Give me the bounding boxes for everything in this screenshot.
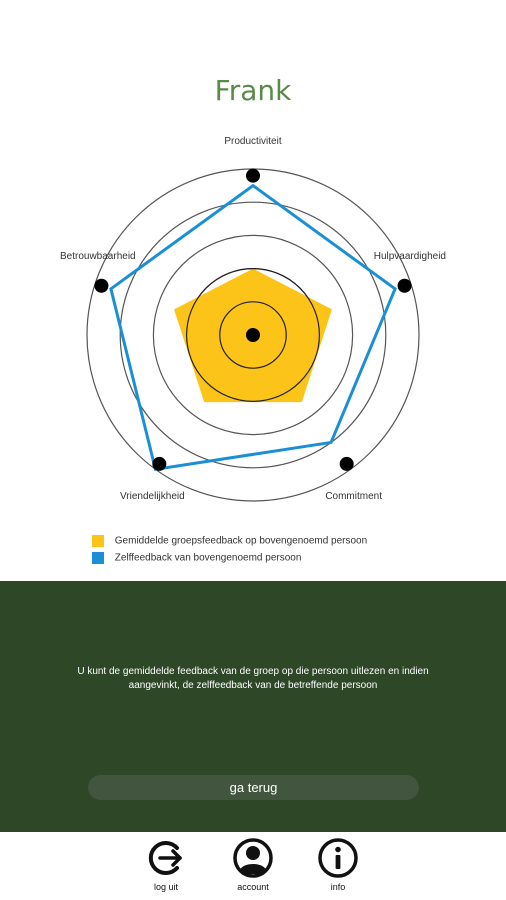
radar-axis-dots	[94, 168, 412, 471]
radar-inner-ring-2	[186, 268, 321, 403]
axis-dot-betrouwbaarheid	[94, 278, 109, 293]
legend-item-group: Gemiddelde groepsfeedback op bovengenoem…	[92, 535, 422, 547]
account-label: account	[237, 882, 269, 892]
axis-label-hulpvaardigheid: Hulpvaardigheid	[373, 251, 446, 262]
logout-button[interactable]: log uit	[131, 838, 201, 892]
account-button[interactable]: account	[218, 838, 288, 892]
radar-center-dot	[246, 328, 260, 342]
account-icon	[233, 838, 273, 878]
panel-description: U kunt de gemiddelde feedback van de gro…	[77, 666, 429, 691]
axis-label-commitment: Commitment	[325, 491, 382, 502]
legend-label-self: Zelffeedback van bovengenoemd persoon	[114, 552, 302, 564]
legend-label-group: Gemiddelde groepsfeedback op bovengenoem…	[114, 535, 368, 547]
radar-ring-3	[152, 234, 354, 436]
info-button[interactable]: info	[303, 838, 373, 892]
radar-ring-4	[119, 201, 387, 469]
info-label: info	[330, 882, 346, 892]
axis-label-productiviteit: Productiviteit	[224, 136, 282, 147]
radar-inner-ring-1	[219, 301, 287, 369]
bottom-navigation: log uit account info	[0, 832, 506, 900]
legend-swatch-self	[92, 552, 104, 564]
logout-icon	[148, 841, 182, 875]
axis-dot-hulpvaardigheid	[397, 278, 412, 293]
axis-label-vriendelijkheid: Vriendelijkheid	[120, 491, 185, 502]
person-name-title: Frank	[214, 74, 292, 107]
axis-dot-productiviteit	[246, 168, 260, 183]
radar-chart	[86, 168, 420, 502]
logout-label: log uit	[153, 882, 179, 892]
legend-item-self: Zelffeedback van bovengenoemd persoon	[92, 552, 422, 564]
back-button[interactable]: ga terug	[88, 775, 419, 800]
series-self-feedback	[109, 183, 397, 471]
axis-dot-commitment	[339, 456, 354, 471]
info-icon	[318, 838, 358, 878]
legend-swatch-group	[92, 535, 104, 547]
info-panel: U kunt de gemiddelde feedback van de gro…	[0, 581, 506, 832]
axis-label-betrouwbaarheid: Betrouwbaarheid	[60, 251, 136, 262]
axis-dot-vriendelijkheid	[152, 456, 167, 471]
